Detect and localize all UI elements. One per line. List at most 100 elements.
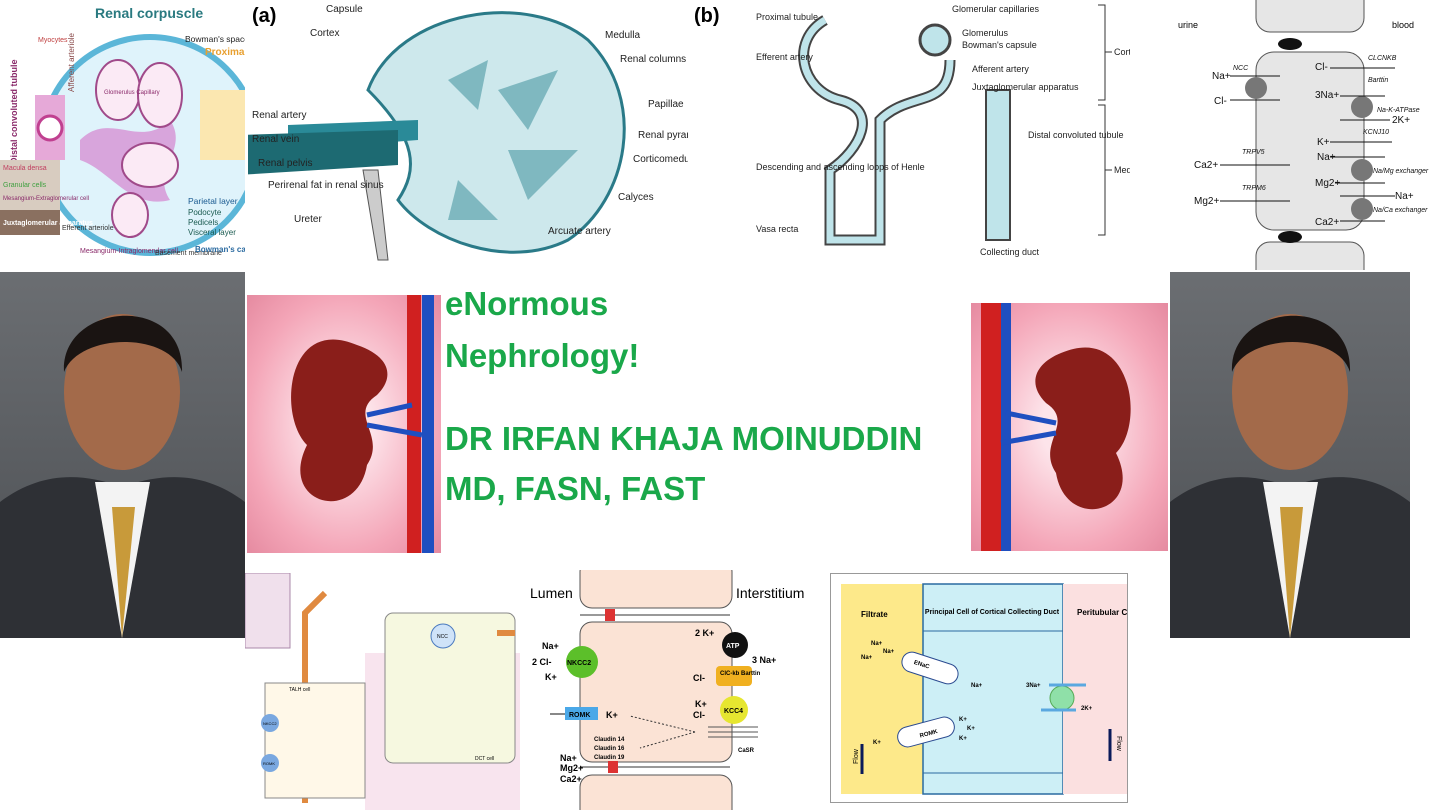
svg-text:Macula densa: Macula densa — [3, 165, 47, 172]
svg-text:Principal Cell of Cortical Col: Principal Cell of Cortical Collecting Du… — [925, 609, 1060, 616]
svg-text:Na/Ca exchanger: Na/Ca exchanger — [1373, 207, 1428, 214]
svg-text:Na+: Na+ — [1395, 191, 1414, 202]
svg-text:blood: blood — [1392, 20, 1414, 30]
svg-text:Lumen: Lumen — [530, 585, 573, 601]
svg-text:TRPM6: TRPM6 — [1242, 185, 1266, 192]
svg-text:Efferent artery: Efferent artery — [756, 52, 813, 62]
svg-text:Cl-: Cl- — [1214, 96, 1227, 107]
thick-ascending-limb-diagram: Lumen Interstitium NKCC2 ATP ClC-kb Bart… — [520, 570, 820, 810]
svg-text:K+: K+ — [873, 740, 881, 746]
svg-text:Bowman's capsule: Bowman's capsule — [195, 245, 245, 254]
svg-text:Mesangium-Extraglomerular cell: Mesangium-Extraglomerular cell — [3, 196, 89, 202]
kidney-illustration-right — [971, 303, 1168, 551]
svg-text:Cl-: Cl- — [1315, 62, 1328, 73]
svg-text:K+: K+ — [606, 710, 618, 720]
svg-text:K+: K+ — [695, 699, 707, 709]
svg-text:Renal columns (of Bertin): Renal columns (of Bertin) — [620, 54, 688, 65]
svg-text:Claudin 19: Claudin 19 — [594, 755, 625, 761]
svg-text:K+: K+ — [959, 736, 967, 742]
svg-text:Filtrate: Filtrate — [861, 610, 888, 619]
label-podocyte: Podocyte — [188, 208, 222, 217]
label-parietal-layer: Parietal layer — [188, 196, 238, 206]
svg-text:ROMK: ROMK — [919, 729, 939, 740]
svg-text:Na+: Na+ — [1317, 152, 1336, 163]
label-afferent-arteriole: Afferent arteriole — [67, 32, 76, 92]
svg-text:2 Cl-: 2 Cl- — [532, 657, 552, 667]
svg-text:Flow: Flow — [853, 748, 860, 764]
label-bowmans-space: Bowman's space — [185, 34, 245, 44]
svg-text:NKCC2: NKCC2 — [567, 660, 591, 667]
svg-text:Corticomedullary junction: Corticomedullary junction — [633, 154, 688, 165]
svg-text:Mesangium-Intraglomerular cell: Mesangium-Intraglomerular cell — [80, 248, 178, 255]
svg-text:Calyces: Calyces — [618, 192, 654, 203]
svg-text:Peritubular Capillary: Peritubular Capillary — [1077, 608, 1128, 617]
label-visceral-layer: Visceral layer — [188, 228, 236, 237]
svg-text:Efferent arteriole: Efferent arteriole — [62, 225, 114, 232]
svg-text:Renal vein: Renal vein — [252, 134, 299, 145]
svg-text:NKCC2: NKCC2 — [263, 721, 277, 726]
svg-text:Flow: Flow — [1115, 736, 1122, 752]
svg-text:Na+: Na+ — [560, 753, 577, 763]
svg-text:2K+: 2K+ — [1392, 115, 1410, 126]
tal-dct-diagram: TALH cell DCT cell NCC NKCC2 ROMK — [245, 573, 525, 810]
svg-text:Na+: Na+ — [971, 683, 983, 689]
svg-text:ENaC: ENaC — [913, 660, 931, 671]
svg-text:Basement membrane: Basement membrane — [155, 250, 222, 257]
svg-text:Mg2+: Mg2+ — [1194, 196, 1219, 207]
svg-text:Claudin 16: Claudin 16 — [594, 746, 625, 752]
svg-text:ClC-kb Barttin: ClC-kb Barttin — [720, 671, 761, 677]
svg-text:Barttin: Barttin — [1368, 77, 1388, 84]
svg-text:Capsule: Capsule — [326, 4, 363, 15]
dct-transport-diagram: urine blood NCC Na+ Cl- TRPV5 Ca2+ TRPM6… — [1170, 0, 1440, 270]
svg-text:Mg2+: Mg2+ — [560, 763, 583, 773]
svg-text:K+: K+ — [545, 672, 557, 682]
svg-text:Collecting duct: Collecting duct — [980, 247, 1040, 257]
svg-text:Na-K-ATPase: Na-K-ATPase — [1377, 107, 1420, 114]
svg-text:Proximal tubule: Proximal tubule — [756, 12, 818, 22]
svg-text:Cortex: Cortex — [310, 28, 339, 39]
svg-text:Vasa recta: Vasa recta — [756, 224, 798, 234]
svg-text:Juxtaglomerular apparatus: Juxtaglomerular apparatus — [972, 82, 1079, 92]
doctor-portrait-right — [1170, 272, 1410, 638]
svg-text:Renal artery: Renal artery — [252, 110, 306, 121]
svg-text:Ca2+: Ca2+ — [1315, 217, 1339, 228]
svg-text:ROMK: ROMK — [263, 761, 275, 766]
svg-text:Cl-: Cl- — [693, 710, 705, 720]
svg-text:Medulla: Medulla — [605, 30, 640, 41]
svg-text:3 Na+: 3 Na+ — [752, 655, 776, 665]
svg-text:Cortex: Cortex — [1114, 47, 1130, 57]
svg-text:Cl-: Cl- — [693, 673, 705, 683]
svg-text:Claudin 14: Claudin 14 — [594, 737, 625, 743]
svg-text:Medulla: Medulla — [1114, 165, 1130, 175]
svg-text:Proximal tubule: Proximal tubule — [205, 47, 245, 58]
svg-text:2 K+: 2 K+ — [695, 628, 714, 638]
title-line-1: eNormous — [445, 285, 609, 322]
svg-text:NCC: NCC — [1233, 65, 1249, 72]
svg-text:Na+: Na+ — [1212, 71, 1231, 82]
svg-text:Glomerular capillaries: Glomerular capillaries — [952, 4, 1040, 14]
kidney-illustration-left — [247, 295, 441, 553]
svg-text:Ca2+: Ca2+ — [1194, 160, 1218, 171]
title-line-2: Nephrology! — [445, 337, 640, 374]
svg-text:Granular cells: Granular cells — [3, 182, 47, 189]
svg-text:Distal convoluted tubule: Distal convoluted tubule — [1028, 130, 1124, 140]
svg-text:3Na+: 3Na+ — [1026, 683, 1041, 689]
svg-text:Descending and ascending loops: Descending and ascending loops of Henle — [756, 162, 925, 172]
svg-text:(a): (a) — [252, 5, 276, 27]
renal-corpuscle-diagram: Renal corpuscle Distal convoluted tubule… — [0, 0, 245, 270]
svg-text:Afferent artery: Afferent artery — [972, 64, 1029, 74]
collecting-duct-diagram: Filtrate Principal Cell of Cortical Coll… — [830, 573, 1128, 803]
svg-text:KCC4: KCC4 — [724, 708, 743, 715]
svg-text:Juxtaglomerular apparatus: Juxtaglomerular apparatus — [3, 220, 93, 227]
svg-text:K+: K+ — [959, 717, 967, 723]
svg-text:CLCNKB: CLCNKB — [1368, 55, 1397, 62]
svg-text:Perirenal fat in renal sinus: Perirenal fat in renal sinus — [268, 180, 384, 191]
svg-text:Glomerulus: Glomerulus — [962, 28, 1009, 38]
svg-text:Renal pyramid: Renal pyramid — [638, 130, 688, 141]
kidney-anatomy-diagram: (a) Capsule Cortex Medulla Renal columns… — [248, 0, 688, 270]
svg-text:Ca2+: Ca2+ — [560, 774, 582, 784]
svg-text:CaSR: CaSR — [738, 748, 755, 754]
svg-text:Na+: Na+ — [883, 649, 895, 655]
label-pedicels: Pedicels — [188, 218, 218, 227]
doctor-credentials: MD, FASN, FAST — [445, 470, 706, 507]
